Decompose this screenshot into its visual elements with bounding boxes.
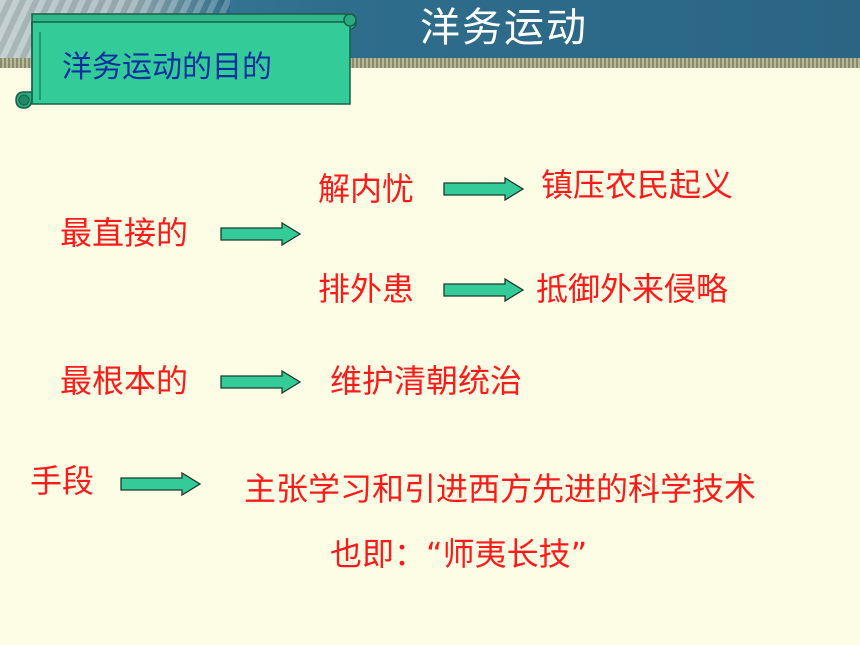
internal-result: 镇压农民起义 [541,166,734,204]
header-strip [0,58,860,68]
scroll-shape [15,13,357,109]
external-label: 排外患 [318,270,415,308]
banner-title: 洋务运动的目的 [62,50,272,85]
external-result: 抵御外来侵略 [536,270,729,308]
means-line-2: 也即：“师夷长技” [330,535,588,573]
arrow-right-icon [220,222,302,246]
arrow-right-icon [220,370,302,394]
title-scroll-banner: 洋务运动的目的 [14,8,359,110]
fundamental-label: 最根本的 [60,362,189,400]
fundamental-result: 维护清朝统治 [330,362,523,400]
means-line-1: 主张学习和引进西方先进的科学技术 [244,470,757,508]
arrow-right-icon [443,177,525,201]
header-title: 洋务运动 [420,5,588,51]
means-label: 手段 [30,462,95,500]
direct-label: 最直接的 [60,214,189,252]
arrow-right-icon [120,472,202,496]
arrow-right-icon [443,278,525,302]
internal-label: 解内忧 [318,170,415,208]
